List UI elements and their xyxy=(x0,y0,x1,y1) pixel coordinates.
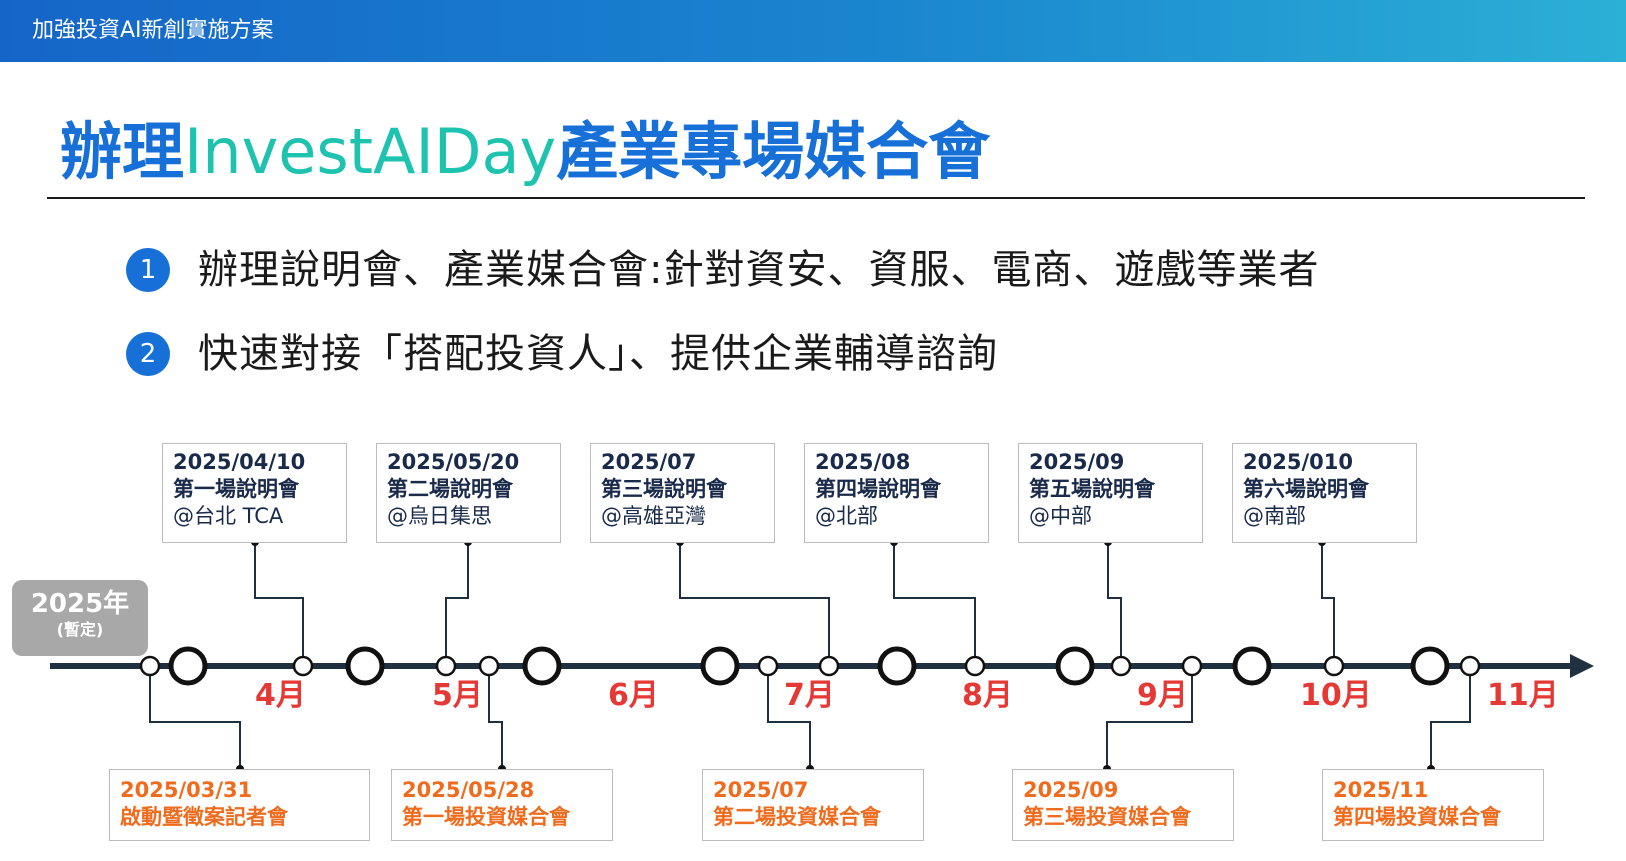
event-date: 2025/010 xyxy=(1243,450,1353,474)
event-location: @北部 xyxy=(815,504,878,528)
bullet-text-1: 辦理說明會、產業媒合會:針對資安、資服、電商、遊戲等業者 xyxy=(198,247,1320,293)
event-marker-7 xyxy=(964,655,986,677)
event-date: 2025/08 xyxy=(815,450,911,474)
event-location: @高雄亞灣 xyxy=(601,504,706,528)
month-label-11: 11月 xyxy=(1487,678,1559,713)
event-marker-8 xyxy=(1110,655,1132,677)
month-label-7: 7月 xyxy=(784,678,835,713)
connector-top-6 xyxy=(1321,542,1335,666)
event-name: 第一場說明會 xyxy=(173,477,299,501)
year-note: (暫定) xyxy=(56,620,104,639)
event-card-top-5: 2025/09 第五場說明會 @中部 xyxy=(1018,443,1203,543)
title-divider xyxy=(47,197,1585,199)
event-card-bottom-4: 2025/09 第三場投資媒合會 xyxy=(1012,769,1234,841)
month-label-4: 4月 xyxy=(255,678,306,713)
event-name: 第二場說明會 xyxy=(387,477,513,501)
month-marker-5 xyxy=(877,646,917,686)
event-name: 第三場投資媒合會 xyxy=(1023,805,1191,829)
event-name: 第六場說明會 xyxy=(1243,477,1369,501)
event-location: @南部 xyxy=(1243,504,1306,528)
header-bar: 加強投資AI新創實施方案 xyxy=(0,0,1626,62)
month-marker-4 xyxy=(700,646,740,686)
event-name: 第四場說明會 xyxy=(815,477,941,501)
event-card-top-3: 2025/07 第三場說明會 @高雄亞灣 xyxy=(590,443,775,543)
event-marker-11 xyxy=(1459,655,1481,677)
connector-top-2 xyxy=(445,542,469,666)
event-date: 2025/03/31 xyxy=(120,778,253,802)
event-name: 第二場投資媒合會 xyxy=(713,805,881,829)
event-marker-10 xyxy=(1323,655,1345,677)
connector-lines xyxy=(149,542,1471,769)
event-card-top-4: 2025/08 第四場說明會 @北部 xyxy=(804,443,989,543)
event-date: 2025/11 xyxy=(1333,778,1429,802)
event-marker-2 xyxy=(292,655,314,677)
connector-top-1 xyxy=(254,542,304,666)
bullet-number-2: 2 xyxy=(126,332,170,376)
event-card-top-6: 2025/010 第六場說明會 @南部 xyxy=(1232,443,1417,543)
event-card-top-2: 2025/05/20 第二場說明會 @烏日集思 xyxy=(376,443,561,543)
connector-bottom-4 xyxy=(1106,666,1193,769)
month-marker-6 xyxy=(1055,646,1095,686)
month-marker-7 xyxy=(1232,646,1272,686)
event-marker-4 xyxy=(478,655,500,677)
event-marker-1 xyxy=(139,655,161,677)
header-title: 加強投資AI新創實施方案 xyxy=(32,18,274,43)
connector-bottom-2 xyxy=(488,666,503,769)
connector-bottom-5 xyxy=(1430,666,1471,769)
event-name: 第三場說明會 xyxy=(601,477,727,501)
connector-bottom-3 xyxy=(767,666,811,769)
event-date: 2025/07 xyxy=(601,450,697,474)
event-markers xyxy=(139,655,1481,677)
event-marker-3 xyxy=(435,655,457,677)
connector-bottom-1 xyxy=(149,666,241,769)
event-location: @烏日集思 xyxy=(387,504,492,528)
month-label-5: 5月 xyxy=(432,678,483,713)
month-label-6: 6月 xyxy=(608,678,659,713)
month-marker-2 xyxy=(345,646,385,686)
month-markers xyxy=(168,646,1450,686)
connector-top-5 xyxy=(1107,542,1122,666)
month-marker-8 xyxy=(1410,646,1450,686)
event-location: @台北 TCA xyxy=(173,504,284,528)
month-marker-1 xyxy=(168,646,208,686)
event-card-bottom-3: 2025/07 第二場投資媒合會 xyxy=(702,769,924,841)
event-marker-6 xyxy=(818,655,840,677)
bullet-number-1: 1 xyxy=(126,248,170,292)
year-label: 2025年 xyxy=(30,589,130,619)
event-name: 第五場說明會 xyxy=(1029,477,1155,501)
event-name: 啟動暨徵案記者會 xyxy=(120,805,288,829)
event-marker-9 xyxy=(1181,655,1203,677)
event-name: 第四場投資媒合會 xyxy=(1333,805,1501,829)
timeline-arrowhead xyxy=(1570,654,1594,678)
month-marker-3 xyxy=(522,646,562,686)
event-date: 2025/04/10 xyxy=(173,450,306,474)
event-card-bottom-2: 2025/05/28 第一場投資媒合會 xyxy=(391,769,613,841)
month-label-9: 9月 xyxy=(1137,678,1188,713)
event-date: 2025/09 xyxy=(1029,450,1125,474)
event-card-bottom-1: 2025/03/31 啟動暨徵案記者會 xyxy=(109,769,370,841)
connector-top-3 xyxy=(679,542,830,666)
year-badge: 2025年 (暫定) xyxy=(12,580,148,656)
month-label-10: 10月 xyxy=(1300,678,1372,713)
event-card-top-1: 2025/04/10 第一場說明會 @台北 TCA xyxy=(162,443,347,543)
event-name: 第一場投資媒合會 xyxy=(402,805,570,829)
event-date: 2025/05/28 xyxy=(402,778,535,802)
month-label-8: 8月 xyxy=(962,678,1013,713)
page-title: 辦理InvestAIDay產業專場媒合會 xyxy=(60,112,990,192)
title-part-3: 產業專場媒合會 xyxy=(556,115,991,188)
event-location: @中部 xyxy=(1029,504,1092,528)
bullet-text-2: 快速對接「搭配投資人」、提供企業輔導諮詢 xyxy=(198,331,998,377)
event-date: 2025/09 xyxy=(1023,778,1119,802)
connector-top-4 xyxy=(893,542,976,666)
event-marker-5 xyxy=(757,655,779,677)
event-date: 2025/05/20 xyxy=(387,450,520,474)
event-card-bottom-5: 2025/11 第四場投資媒合會 xyxy=(1322,769,1544,841)
title-part-2: InvestAIDay xyxy=(184,115,557,188)
event-date: 2025/07 xyxy=(713,778,809,802)
title-part-1: 辦理 xyxy=(60,115,185,188)
